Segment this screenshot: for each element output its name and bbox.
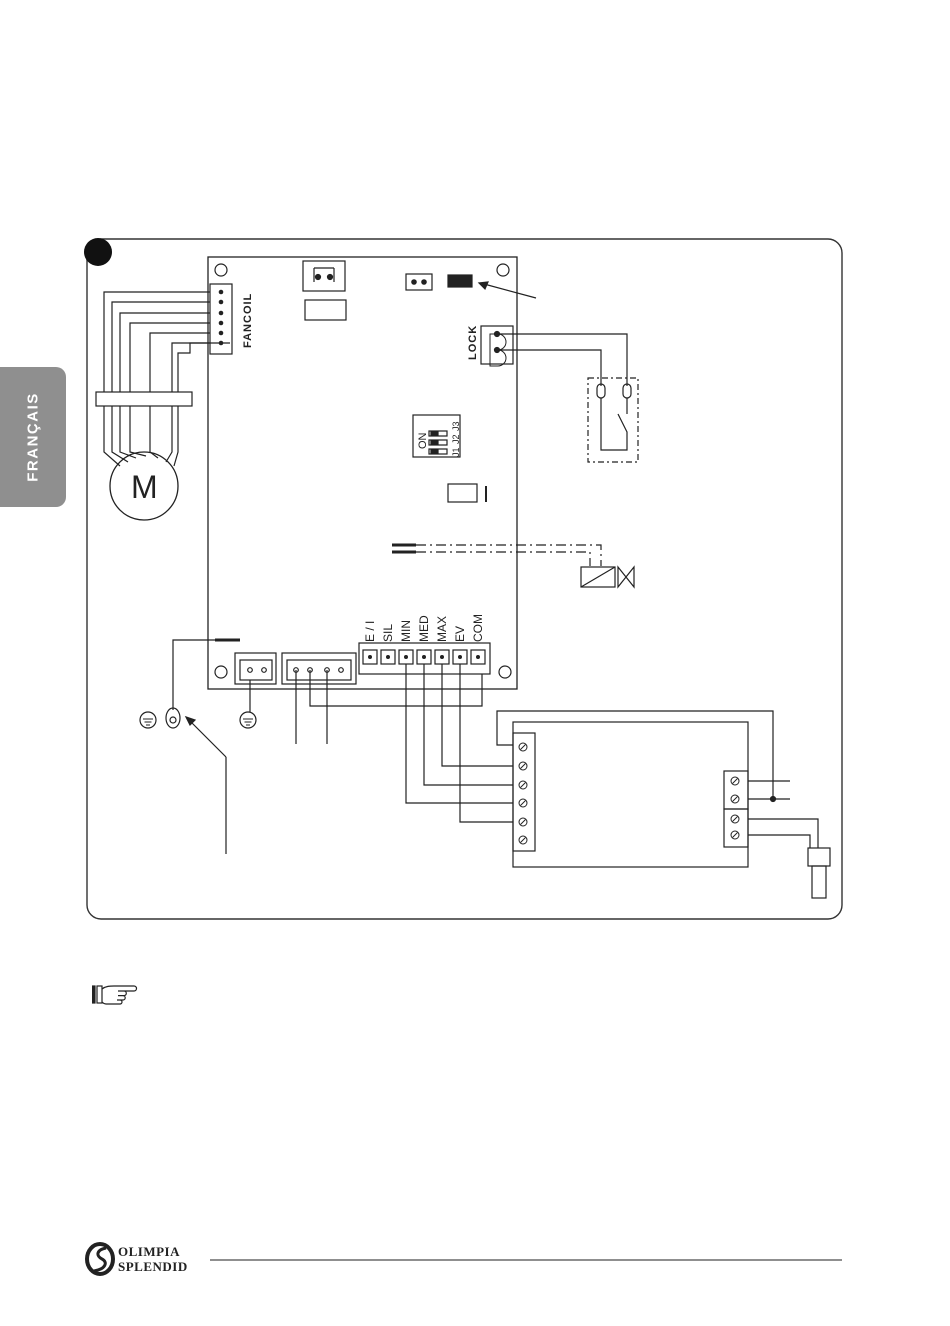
terminal-label-med: MED [417,615,431,642]
note-pointing-hand-icon [92,983,138,1005]
terminal-label-com: COM [471,614,485,642]
external-controller [497,711,830,898]
solenoid-valve [392,545,634,587]
lock-device [497,334,638,462]
motor-label: M [131,469,158,505]
dip-label-j2: J2 [451,434,461,444]
terminal-label-sil: SIL [381,624,395,642]
dip-on-label: ON [417,432,429,449]
dip-label-j1: J1 [451,447,461,457]
terminal-label-max: MAX [435,616,449,642]
footer-rule [210,1259,842,1261]
ground-connection [140,640,256,854]
brand-logo: OLIMPIA SPLENDID [84,1242,214,1278]
terminal-label-min: MIN [399,620,413,642]
wiring-diagram: FANCOIL LOCK ON J1 J2 J3 M E / I SIL MIN… [0,0,950,1000]
figure-frame [87,239,842,919]
lock-label: LOCK [467,325,479,360]
brand-name-line2: SPLENDID [118,1259,188,1275]
terminal-label-ei: E / I [363,621,377,642]
fancoil-label: FANCOIL [242,293,254,348]
sensor-wires [296,670,482,744]
brand-name-line1: OLIMPIA [118,1244,180,1260]
figure-number-badge [84,238,112,266]
brand-logo-icon [84,1242,116,1276]
terminal-label-ev: EV [453,626,467,642]
dip-label-j3: J3 [451,421,461,431]
